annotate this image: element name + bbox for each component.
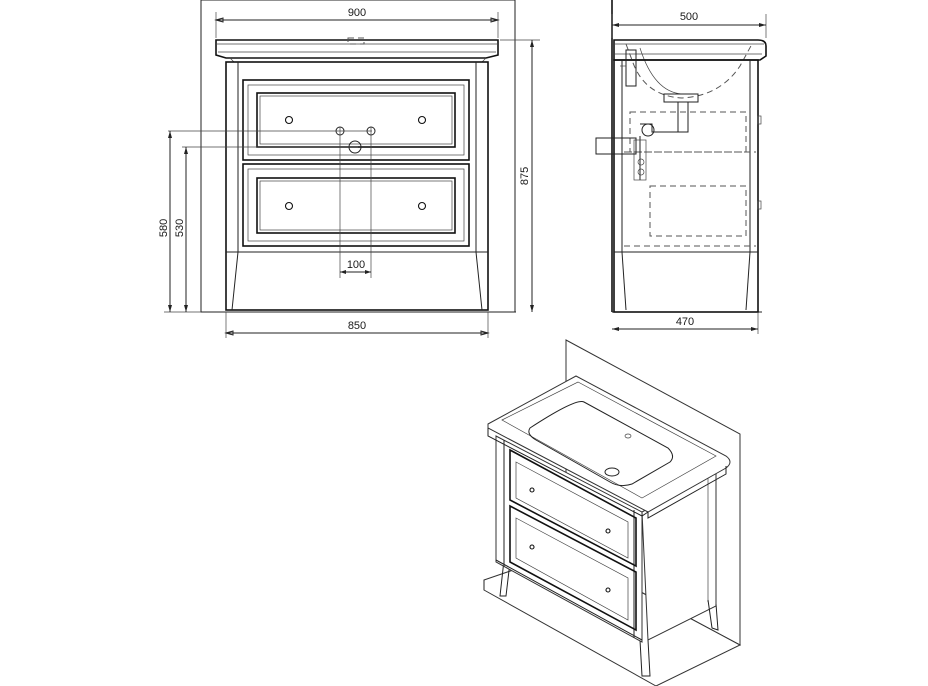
dim-530: 530 <box>174 147 188 312</box>
dim-900-label: 900 <box>348 7 366 19</box>
dim-580: 580 <box>158 131 201 313</box>
side-siphon <box>595 49 699 181</box>
dim-530-label: 530 <box>174 219 186 237</box>
dim-470: 470 <box>612 312 759 334</box>
isometric-view <box>483 339 742 686</box>
iso-drawer-bottom <box>509 504 637 632</box>
dim-850-label: 850 <box>348 320 366 332</box>
dim-500: 500 <box>611 11 767 38</box>
front-pipe-holes <box>168 126 376 278</box>
dim-100-label: 100 <box>347 259 365 271</box>
side-view: 500 470 <box>595 0 767 334</box>
dim-850: 850 <box>224 312 490 338</box>
front-cabinet-body <box>225 61 489 311</box>
dim-500-label: 500 <box>680 11 698 23</box>
dim-470-label: 470 <box>676 316 694 328</box>
iso-basin <box>487 375 731 519</box>
front-basin-top <box>215 37 499 63</box>
side-cabinet-body <box>613 59 762 313</box>
dim-875: 875 <box>500 39 540 312</box>
front-view: 900 850 100 875 <box>158 0 540 338</box>
side-hidden-drawers <box>624 111 756 247</box>
iso-drawer-top <box>509 448 637 568</box>
dim-580-label: 580 <box>158 219 170 237</box>
dim-900: 900 <box>214 6 500 38</box>
dim-100: 100 <box>340 259 371 274</box>
front-drawer-bottom <box>242 163 470 247</box>
front-drawer-top <box>242 79 470 161</box>
side-basin-top <box>613 39 767 99</box>
dim-875-label: 875 <box>519 167 531 185</box>
